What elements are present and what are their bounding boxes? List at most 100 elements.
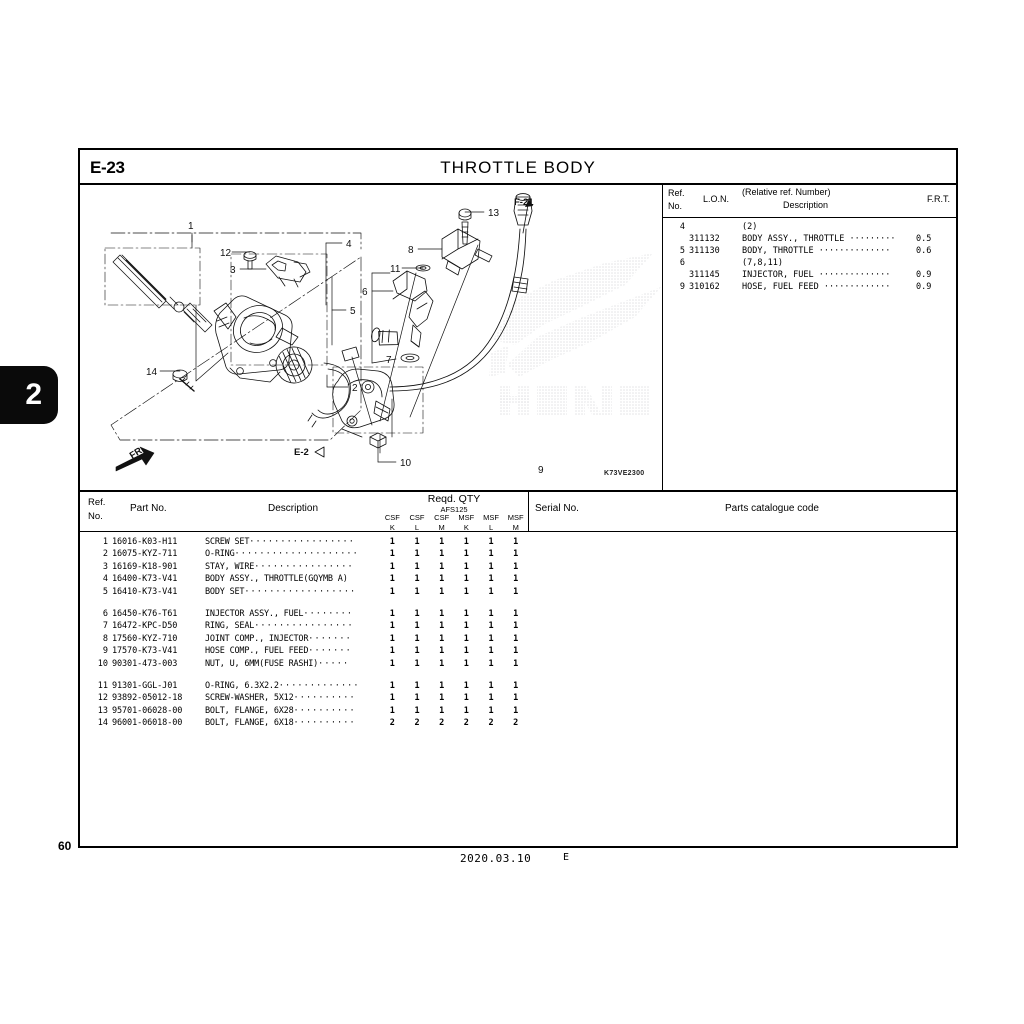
row-qty-cell: 1 [389, 680, 395, 691]
row-qty-cell: 1 [513, 561, 519, 572]
row-qty-cell: 1 [414, 574, 420, 585]
row-qty-cell: 2 [414, 718, 420, 729]
row-description: BOLT, FLANGE, 6X18 ·········· [205, 718, 356, 729]
parts-part-no-header: Part No. [130, 503, 167, 514]
row-qty-cell: 1 [488, 693, 494, 704]
ref-no: 4 [679, 222, 685, 232]
parts-table: Ref. No. Part No. Description Reqd. QTY … [80, 492, 956, 846]
row-qty-cell: 1 [463, 549, 469, 560]
table-row: 5 16410-K73-V41 BODY SET ·················… [80, 587, 956, 599]
row-description: BODY SET ·················· [205, 586, 357, 597]
row-ref-no: 1 [102, 537, 108, 547]
row-part-no: 16169-K18-901 [112, 561, 178, 572]
row-qty-cell: 1 [414, 658, 420, 669]
svg-text:8: 8 [408, 245, 414, 256]
row-group-gap [80, 671, 956, 681]
row-ref-no: 12 [97, 693, 108, 704]
frt: 0.9 [916, 282, 932, 292]
row-qty-cell: 1 [389, 705, 395, 716]
svg-text:E-2: E-2 [294, 447, 309, 458]
row-qty-cell: 1 [414, 621, 420, 632]
row-qty-cell: 1 [439, 705, 445, 716]
row-qty-cell: 1 [439, 537, 445, 547]
description: (2) [742, 222, 758, 232]
row-ref-no: 8 [102, 633, 108, 644]
reference-table-header: Ref. No. L.O.N. (Relative ref. Number) D… [663, 185, 956, 218]
row-qty-cell: 1 [389, 561, 395, 572]
svg-text:5: 5 [350, 306, 356, 317]
svg-text:F-21: F-21 [514, 197, 534, 208]
frt: 0.5 [916, 234, 932, 244]
row-description: JOINT COMP., INJECTOR ······· [205, 633, 352, 644]
row-qty-cell: 1 [414, 633, 420, 644]
svg-text:1: 1 [188, 221, 194, 232]
row-part-no: 17570-K73-V41 [112, 646, 178, 657]
row-qty-cell: 1 [439, 574, 445, 585]
qty-column-header: MSF K [458, 513, 475, 532]
row-part-no: 96001-06018-00 [112, 718, 183, 729]
row-part-no: 17560-KYZ-710 [112, 633, 178, 644]
qty-column-header: CSF L [409, 513, 425, 532]
reference-row: 5 311130 BODY, THROTTLE ·············· 0… [663, 246, 956, 258]
row-qty-cell: 1 [463, 561, 469, 572]
row-qty-cell: 1 [488, 608, 494, 619]
row-description: NUT, U, 6MM(FUSE RASHI) ····· [205, 658, 350, 669]
row-qty-cell: 1 [414, 693, 420, 704]
row-ref-no: 7 [102, 621, 108, 632]
row-qty-cell: 1 [488, 586, 494, 597]
row-part-no: 93892-05012-18 [112, 693, 183, 704]
row-qty-cell: 2 [439, 718, 445, 729]
leader-dots: ············· [278, 680, 360, 691]
row-part-no: 16075-KYZ-711 [112, 549, 178, 560]
row-description: INJECTOR ASSY., FUEL ········ [205, 608, 354, 619]
lon: 311145 [689, 270, 720, 280]
row-ref-no: 13 [97, 705, 108, 716]
parts-table-header: Ref. No. Part No. Description Reqd. QTY … [80, 492, 956, 532]
row-qty-cell: 1 [488, 549, 494, 560]
frt: 0.9 [916, 270, 932, 280]
row-qty-cell: 1 [463, 693, 469, 704]
svg-text:13: 13 [488, 208, 500, 219]
lon: 311130 [689, 246, 720, 256]
serial-no-header: Serial No. [535, 503, 579, 514]
row-qty-cell: 1 [488, 658, 494, 669]
row-qty-cell: 1 [389, 549, 395, 560]
row-qty-cell: 2 [389, 718, 395, 729]
row-description: RING, SEAL ················ [205, 621, 354, 632]
figure-title: THROTTLE BODY [440, 158, 596, 177]
row-ref-no: 5 [102, 586, 108, 597]
row-ref-no: 9 [102, 646, 108, 657]
row-qty-cell: 1 [513, 633, 519, 644]
row-qty-cell: 1 [488, 705, 494, 716]
leader-dots: ·········· [293, 693, 356, 704]
row-qty-cell: 1 [513, 658, 519, 669]
row-qty-cell: 1 [513, 693, 519, 704]
honda-watermark [489, 253, 661, 415]
row-qty-cell: 1 [414, 705, 420, 716]
row-qty-cell: 1 [439, 646, 445, 657]
svg-text:3: 3 [230, 265, 236, 276]
row-qty-cell: 1 [389, 633, 395, 644]
row-qty-cell: 1 [513, 705, 519, 716]
svg-text:2: 2 [352, 383, 358, 394]
row-description: BODY ASSY., THROTTLE(GQYMB A) [205, 574, 348, 585]
leader-dots: ····· [318, 658, 350, 669]
row-description: O-RING, 6.3X2.2 ············· [205, 680, 360, 691]
diagram-artwork: 1 2 3 4 5 6 7 8 9 10 11 12 13 14 F-21 [104, 193, 544, 476]
row-qty-cell: 1 [488, 537, 494, 547]
row-part-no: 16410-K73-V41 [112, 586, 178, 597]
section-tab: 2 [0, 366, 58, 424]
row-qty-cell: 1 [414, 680, 420, 691]
